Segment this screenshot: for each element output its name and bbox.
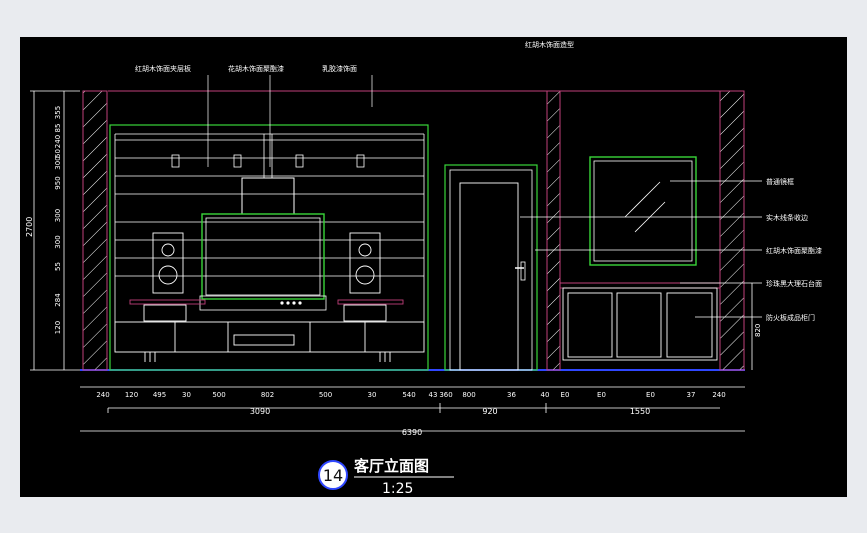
tv-wall-outline bbox=[109, 124, 429, 371]
width-dim-15: E0 bbox=[597, 391, 606, 399]
callout-right-4: 防火板成品柜门 bbox=[766, 313, 815, 322]
height-dim-4: 300 bbox=[54, 156, 62, 169]
total-height-label: 2700 bbox=[25, 217, 34, 237]
callout-top-0: 红胡木饰面造型 bbox=[525, 40, 574, 49]
top-callout-leaders bbox=[207, 75, 373, 167]
width-dim-9: 43 bbox=[429, 391, 438, 399]
subtotal-door: 920 bbox=[482, 407, 497, 416]
width-dim-4: 500 bbox=[212, 391, 225, 399]
height-dim-3: 50 bbox=[54, 149, 62, 158]
width-dim-2: 495 bbox=[153, 391, 166, 399]
width-dim-1: 120 bbox=[125, 391, 138, 399]
subtotal-tv-wall: 3090 bbox=[250, 407, 270, 416]
width-dim-7: 30 bbox=[368, 391, 377, 399]
television bbox=[199, 213, 327, 311]
width-dimension-lines bbox=[80, 386, 745, 432]
height-dim-8: 55 bbox=[54, 262, 62, 271]
height-dim-0: 355 bbox=[54, 106, 62, 119]
width-dim-16: E0 bbox=[646, 391, 655, 399]
mirror bbox=[559, 90, 721, 284]
width-dim-10: 360 bbox=[439, 391, 452, 399]
width-dim-5: 802 bbox=[261, 391, 274, 399]
tv-cabinet bbox=[114, 321, 425, 362]
width-dim-14: E0 bbox=[561, 391, 570, 399]
callout-right-3: 珍珠黑大理石台面 bbox=[766, 279, 822, 288]
title-name: 客厅立面图 bbox=[353, 457, 429, 475]
height-dim-10: 120 bbox=[54, 321, 62, 334]
width-dim-0: 240 bbox=[96, 391, 109, 399]
av-units bbox=[129, 299, 404, 322]
cabinet-height-label: 820 bbox=[754, 324, 762, 337]
title-scale: 1:25 bbox=[382, 481, 413, 497]
decor-panel bbox=[241, 177, 295, 215]
height-dim-2: 240 bbox=[54, 135, 62, 148]
height-dim-6: 300 bbox=[54, 209, 62, 222]
height-dim-7: 300 bbox=[54, 235, 62, 248]
height-dimension-chain bbox=[30, 90, 80, 371]
right-callout-leaders bbox=[520, 180, 762, 318]
width-dim-17: 37 bbox=[687, 391, 696, 399]
right-wall-hatch bbox=[719, 90, 745, 371]
width-dim-6: 500 bbox=[319, 391, 332, 399]
callout-top-1: 红胡木饰面夹层板 bbox=[135, 64, 191, 73]
callout-right-0: 普通镜框 bbox=[766, 177, 794, 186]
tv-wall-panels bbox=[114, 133, 425, 322]
height-dim-9: 284 bbox=[54, 293, 62, 307]
callout-right-1: 实木线条收边 bbox=[766, 213, 808, 222]
callout-right-2: 红胡木饰面聚酯漆 bbox=[766, 246, 822, 255]
width-dim-8: 540 bbox=[402, 391, 415, 399]
subtotal-cabinet: 1550 bbox=[630, 407, 650, 416]
speakers bbox=[152, 232, 381, 294]
width-dim-11: 800 bbox=[462, 391, 475, 399]
middle-pillar-hatch bbox=[546, 90, 561, 371]
callout-top-3: 乳胶漆饰面 bbox=[322, 64, 357, 73]
width-dim-13: 40 bbox=[541, 391, 550, 399]
title-number: 14 bbox=[323, 466, 343, 485]
height-dim-1: 85 bbox=[54, 124, 62, 133]
overall-width-label: 6390 bbox=[402, 428, 422, 437]
left-wall-hatch bbox=[82, 90, 108, 371]
callout-top-2: 花胡木饰面聚酯漆 bbox=[228, 64, 284, 73]
door bbox=[444, 164, 538, 371]
title-block: 14 客厅立面图 1:25 bbox=[318, 457, 454, 497]
height-dim-5: 950 bbox=[54, 176, 62, 189]
width-dim-18: 240 bbox=[712, 391, 725, 399]
low-cabinet bbox=[559, 282, 721, 361]
width-dim-3: 30 bbox=[182, 391, 191, 399]
width-dim-12: 36 bbox=[507, 391, 516, 399]
pendant-lamps bbox=[171, 154, 365, 168]
